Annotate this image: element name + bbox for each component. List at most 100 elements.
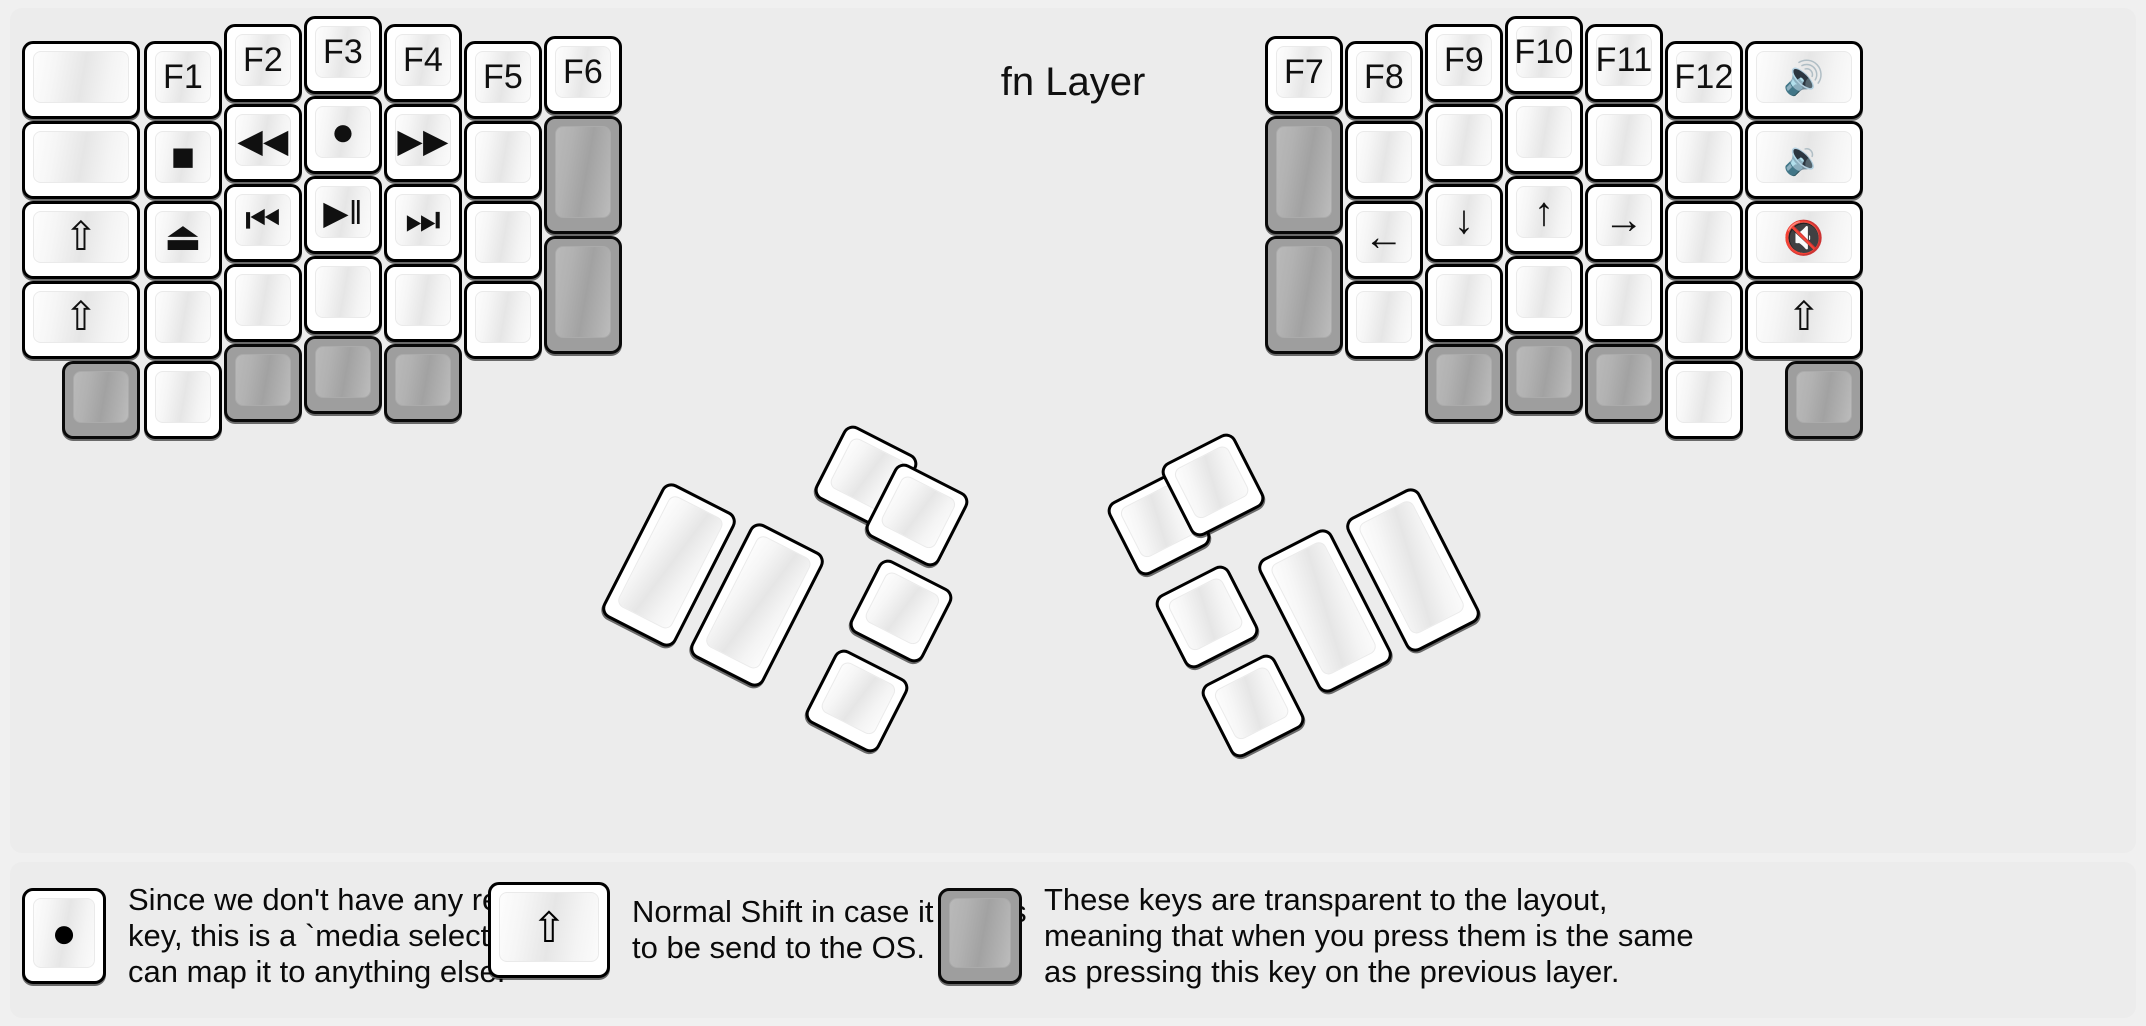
keycap-surface (1172, 443, 1252, 521)
key-shift-right[interactable]: ⇧ (1745, 281, 1863, 359)
key-f1[interactable]: F1 (144, 41, 222, 119)
key-trns-r5c4[interactable] (384, 344, 462, 422)
key-blank-r4c4[interactable] (384, 264, 462, 342)
key-trns-r5c2[interactable] (224, 344, 302, 422)
key-blank-r5c12[interactable] (1665, 361, 1743, 439)
keycap-surface (475, 131, 531, 183)
key-f9[interactable]: F9 (1425, 24, 1503, 102)
thumb-key-small-8[interactable] (1197, 650, 1309, 762)
key-arrow-up-label: ↑ (1533, 190, 1555, 234)
key-f2[interactable]: F2 (224, 24, 302, 102)
keycap-surface: F3 (315, 26, 371, 78)
thumb-key-small-3[interactable] (845, 555, 957, 667)
page-title: fn Layer (1000, 60, 1146, 104)
key-stop[interactable]: ■ (144, 121, 222, 199)
key-shift-lock[interactable]: ⇧ (22, 201, 140, 279)
keycap-surface (1276, 126, 1332, 218)
volume-mute-icon: 🔇 (1756, 211, 1852, 263)
key-blank-r2c10[interactable] (1505, 96, 1583, 174)
key-blank-r4c3[interactable] (304, 256, 382, 334)
key-blank-r5c1[interactable] (144, 361, 222, 439)
arrow-down-icon: ↓ (1436, 194, 1492, 246)
key-shift-left-label: ⇧ (64, 295, 98, 339)
key-shift-left[interactable]: ⇧ (22, 281, 140, 359)
key-f7[interactable]: F7 (1265, 36, 1343, 114)
key-trns-r5c13[interactable] (1785, 361, 1863, 439)
key-blank-r2c12[interactable] (1665, 121, 1743, 199)
thumb-key-small-4-wrapper (801, 645, 913, 757)
key-trns-r5c3[interactable] (304, 336, 382, 414)
keycap-surface (315, 346, 371, 398)
key-blank-r3c5[interactable] (464, 201, 542, 279)
key-blank-r2c11[interactable] (1585, 104, 1663, 182)
key-rewind[interactable]: ◀◀ (224, 104, 302, 182)
key-f1-label: F1 (162, 58, 204, 96)
key-blank-r2c5[interactable] (464, 121, 542, 199)
keycap-surface (235, 354, 291, 406)
key-volume-down[interactable]: 🔉 (1745, 121, 1863, 199)
key-f11[interactable]: F11 (1585, 24, 1663, 102)
key-arrow-right[interactable]: → (1585, 184, 1663, 262)
key-trns-tall-4[interactable] (1265, 236, 1343, 354)
key-arrow-right-label: → (1603, 198, 1645, 242)
key-blank-r4c2[interactable] (224, 264, 302, 342)
key-volume-mute[interactable]: 🔇 (1745, 201, 1863, 279)
key-trns-r5c11[interactable] (1585, 344, 1663, 422)
media-record-icon: ● (33, 897, 95, 968)
keycap-surface (1212, 664, 1292, 742)
key-blank-r4c1[interactable] (144, 281, 222, 359)
key-trns-r5c10[interactable] (1505, 336, 1583, 414)
legend-item-record-sample-glyph: ● (51, 908, 77, 956)
key-blank-r4c11[interactable] (1585, 264, 1663, 342)
key-play-pause[interactable]: ▶‖ (304, 176, 382, 254)
key-blank-r2c9[interactable] (1425, 104, 1503, 182)
legend-item-transparent-sample-key (938, 887, 1022, 984)
key-f10[interactable]: F10 (1505, 16, 1583, 94)
key-blank-r2c8[interactable] (1345, 121, 1423, 199)
key-arrow-down[interactable]: ↓ (1425, 184, 1503, 262)
key-prev-track[interactable]: ⏮ (224, 184, 302, 262)
key-trns-r5c0[interactable] (62, 361, 140, 439)
key-blank-r4c8[interactable] (1345, 281, 1423, 359)
key-f12-label: F12 (1674, 58, 1734, 96)
key-blank-r1c0[interactable] (22, 41, 140, 119)
key-trns-tall-2[interactable] (544, 236, 622, 354)
legend-item-shift-sample-key: ⇧ (488, 882, 610, 978)
key-blank-r4c9[interactable] (1425, 264, 1503, 342)
key-record[interactable]: ● (304, 96, 382, 174)
key-f5[interactable]: F5 (464, 41, 542, 119)
keycap-surface (235, 274, 291, 326)
key-f12[interactable]: F12 (1665, 41, 1743, 119)
legend-item-record-sample-key: ● (22, 887, 106, 984)
key-f8[interactable]: F8 (1345, 41, 1423, 119)
key-f6-label: F6 (562, 53, 604, 91)
key-next-track[interactable]: ⏭ (384, 184, 462, 262)
key-blank-r4c10[interactable] (1505, 256, 1583, 334)
media-play-pause-icon: ▶‖ (315, 186, 371, 238)
key-arrow-left-label: ← (1363, 215, 1405, 259)
thumb-key-small-7[interactable] (1151, 561, 1263, 673)
key-f4[interactable]: F4 (384, 24, 462, 102)
key-blank-r3c12[interactable] (1665, 201, 1743, 279)
key-f3[interactable]: F3 (304, 16, 382, 94)
key-arrow-up[interactable]: ↑ (1505, 176, 1583, 254)
key-volume-mute-label: 🔇 (1783, 218, 1825, 256)
key-f6[interactable]: F6 (544, 36, 622, 114)
key-trns-tall-1[interactable] (544, 116, 622, 234)
keycap-surface (1436, 114, 1492, 166)
key-eject[interactable]: ⏏ (144, 201, 222, 279)
key-fast-forward[interactable]: ▶▶ (384, 104, 462, 182)
key-trns-tall-3[interactable] (1265, 116, 1343, 234)
keycap-surface: F5 (475, 51, 531, 103)
key-arrow-left[interactable]: ← (1345, 201, 1423, 279)
key-blank-r4c12[interactable] (1665, 281, 1743, 359)
key-volume-up[interactable]: 🔊 (1745, 41, 1863, 119)
keycap-surface (1276, 246, 1332, 338)
thumb-key-small-4[interactable] (801, 645, 913, 757)
key-record-label: ● (330, 110, 356, 154)
key-blank-r4c5[interactable] (464, 281, 542, 359)
key-blank-r2c0[interactable] (22, 121, 140, 199)
key-trns-r5c9[interactable] (1425, 344, 1503, 422)
keycap-surface (1516, 346, 1572, 398)
